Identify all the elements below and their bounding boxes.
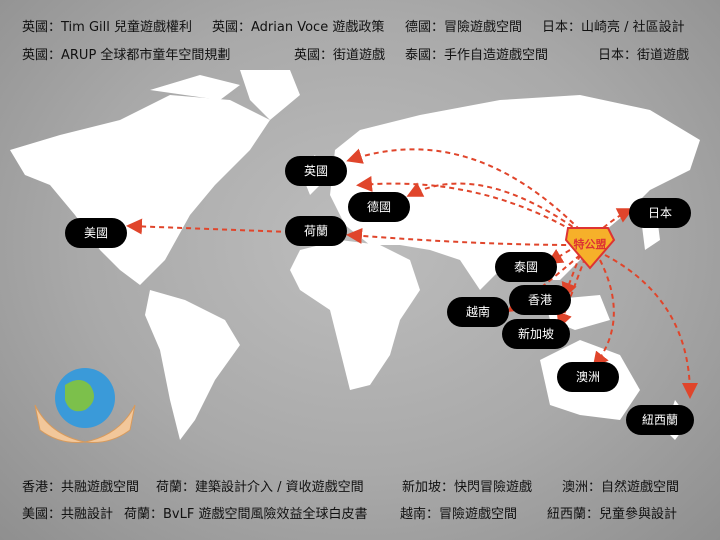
label-usa: 美國 (65, 218, 127, 248)
ref-uk-timgill: 英國：Tim Gill 兒童遊戲權利 (22, 20, 192, 35)
ref-uk-adrianvoce: 英國：Adrian Voce 遊戲政策 (212, 20, 385, 35)
ref-nz: 紐西蘭：兒童參與設計 (547, 507, 678, 522)
ref-uk-arup: 英國：ARUP 全球都市童年空間規劃 (22, 48, 231, 63)
ref-us: 美國：共融設計 (22, 507, 114, 522)
ref-au: 澳洲：自然遊戲空間 (562, 480, 680, 495)
label-vietnam: 越南 (447, 297, 509, 327)
label-hongkong: 香港 (509, 285, 571, 315)
ref-jp-2: 日本：街道遊戲 (598, 48, 690, 63)
label-newzealand: 紐西蘭 (626, 405, 694, 435)
svg-text:特公盟: 特公盟 (574, 237, 607, 251)
logo-badge: 特公盟 (564, 227, 616, 270)
label-singapore: 新加坡 (502, 319, 570, 349)
label-uk: 英國 (285, 156, 347, 186)
label-australia: 澳洲 (557, 362, 619, 392)
ref-hk: 香港：共融遊戲空間 (22, 480, 140, 495)
ref-de: 德國：冒險遊戲空間 (405, 20, 523, 35)
ref-vn: 越南：冒險遊戲空間 (400, 507, 518, 522)
label-thailand: 泰國 (495, 252, 557, 282)
ref-sg: 新加坡：快閃冒險遊戲 (402, 480, 533, 495)
label-germany: 德國 (348, 192, 410, 222)
globe-in-hands-icon (34, 368, 136, 443)
ref-uk-street: 英國：街道遊戲 (294, 48, 386, 63)
ref-th: 泰國：手作自造遊戲空間 (405, 48, 549, 63)
ref-nl-1: 荷蘭：建築設計介入 / 資收遊戲空間 (156, 480, 364, 495)
ref-jp-1: 日本：山崎亮 / 社區設計 (542, 20, 685, 35)
label-netherlands: 荷蘭 (285, 216, 347, 246)
label-japan: 日本 (629, 198, 691, 228)
ref-nl-2: 荷蘭：BvLF 遊戲空間風險效益全球白皮書 (124, 507, 368, 522)
